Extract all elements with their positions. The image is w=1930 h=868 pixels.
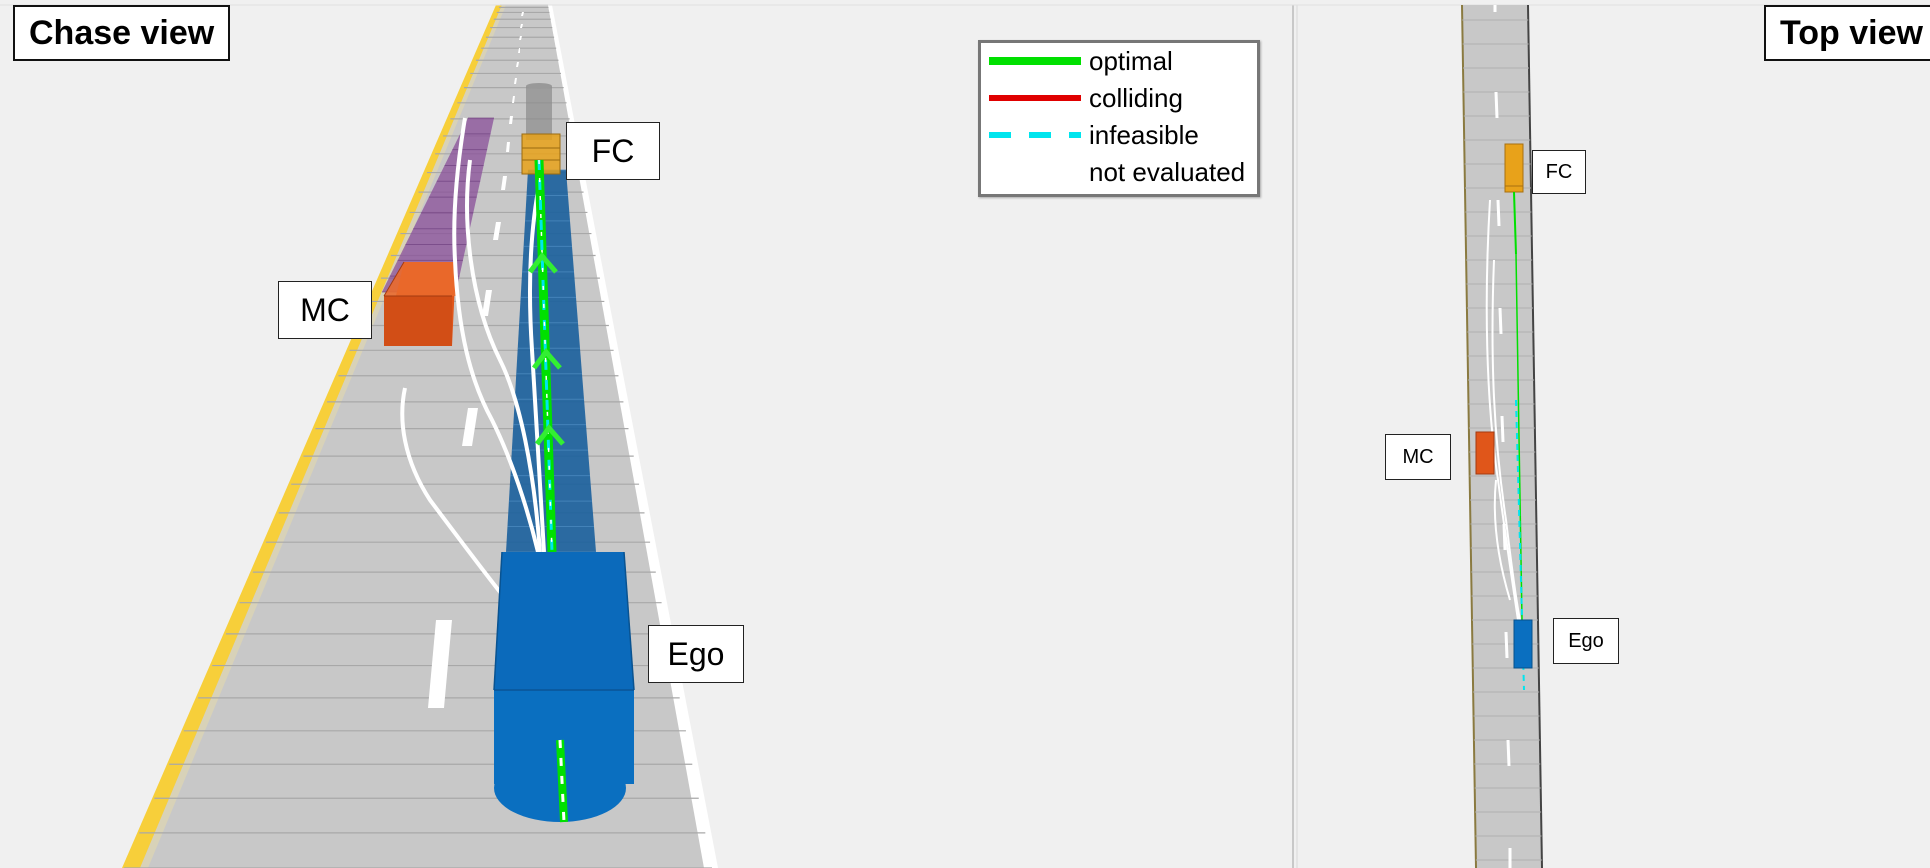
chase-lane-dashes [428,12,524,708]
top-fc-vehicle [1504,143,1524,193]
legend-swatch-optimal [989,57,1081,65]
legend-label-optimal: optimal [1089,45,1173,76]
trajectory-legend: optimal colliding infeasible not evaluat… [978,40,1260,197]
legend-label-not-evaluated: not evaluated [1089,156,1246,187]
chase-view-title: Chase view [13,5,231,61]
legend-item-infeasible: infeasible [987,117,1199,153]
legend-label-colliding: colliding [1089,82,1183,113]
top-mc-label: MC [1385,434,1451,480]
chase-ego-label: Ego [648,625,744,683]
legend-item-optimal: optimal [987,43,1173,79]
legend-item-not-evaluated: not evaluated [987,154,1245,190]
chase-road-yellow-edge [122,5,502,868]
top-ego-vehicle [1513,619,1533,669]
ego-vehicle [493,551,635,823]
top-optimal-path [1513,191,1525,691]
mc-vehicle [383,261,456,346]
legend-swatch-infeasible [989,132,1081,138]
legend-swatch-not-evaluated [989,169,1081,175]
top-road-right-edge [1527,4,1543,868]
top-not-evaluated-trajectories [1485,199,1521,621]
legend-label-infeasible: infeasible [1089,119,1199,150]
not-evaluated-trajectories [400,117,546,604]
top-ego-label: Ego [1553,618,1619,664]
chase-mc-label: MC [278,281,372,339]
ego-optimal-path [528,159,565,553]
top-mc-vehicle [1475,431,1495,475]
legend-swatch-colliding [989,95,1081,101]
mc-predicted-trail [382,118,494,292]
top-fc-label: FC [1532,150,1586,194]
chase-fc-label: FC [566,122,660,180]
top-view-title: Top view [1764,5,1930,61]
top-road-left-edge [1461,4,1477,868]
legend-item-colliding: colliding [987,80,1183,116]
fc-predicted-trail [526,86,552,140]
